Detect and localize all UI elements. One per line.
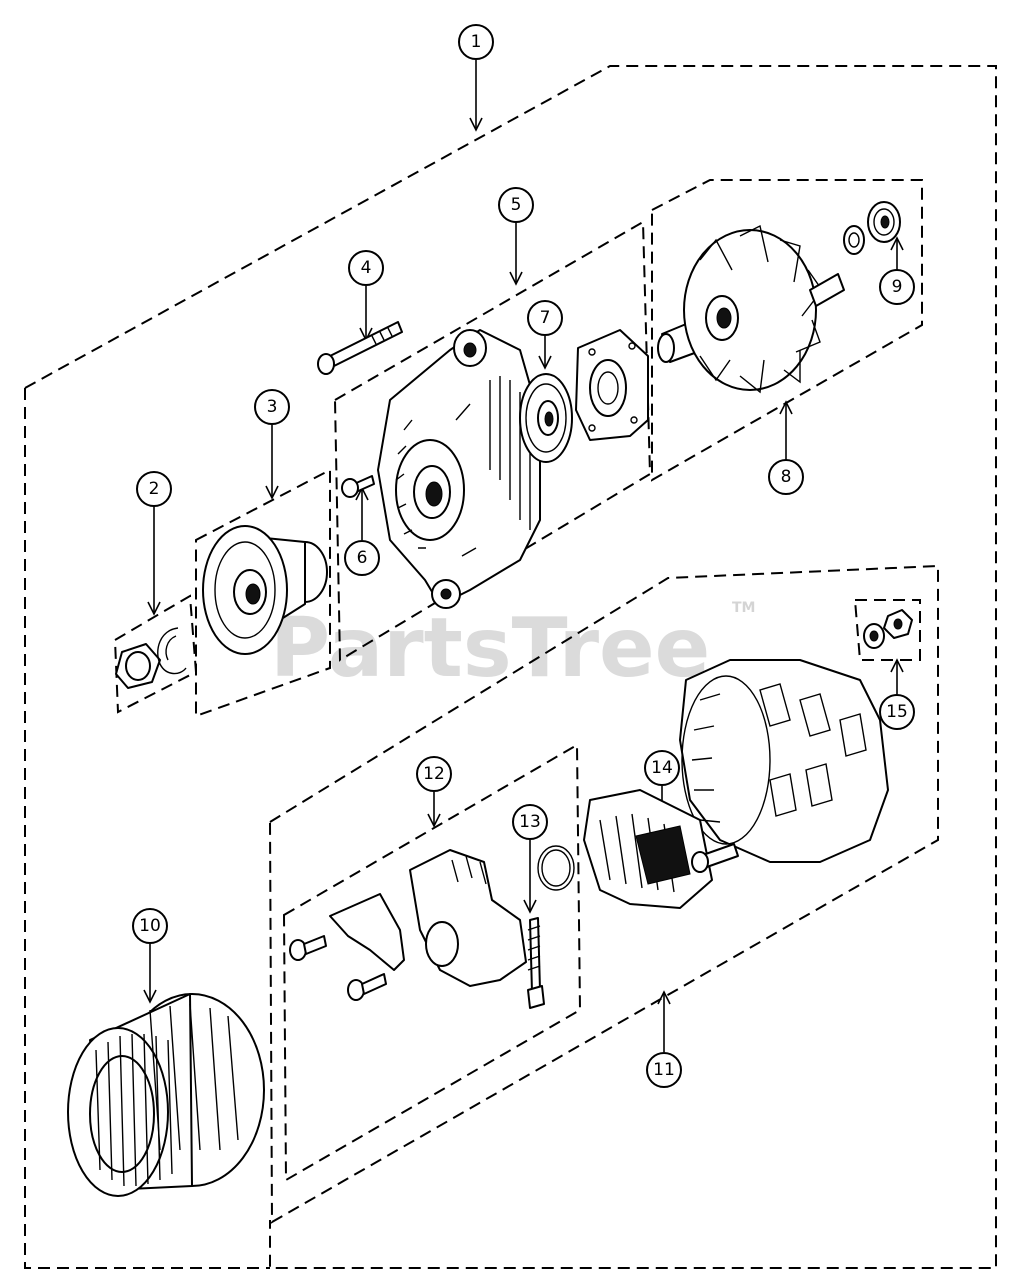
callout-14-label: 14 — [651, 758, 673, 778]
callout-3-label: 3 — [267, 397, 278, 417]
callout-6-label: 6 — [357, 548, 368, 568]
callout-8: 8 — [768, 459, 804, 495]
callout-15-label: 15 — [886, 702, 908, 722]
part-rear-bearing — [867, 201, 901, 243]
part-nut-snap-ring — [115, 627, 187, 689]
group-outline-5 — [333, 220, 652, 662]
part-pulley — [202, 525, 328, 655]
callout-2-label: 2 — [149, 479, 160, 499]
callout-2: 2 — [136, 471, 172, 507]
group-outline-8 — [651, 179, 923, 482]
group-outline-12 — [282, 743, 582, 1182]
callout-7: 7 — [527, 300, 563, 336]
watermark: PartsTree TM — [270, 600, 755, 696]
part-terminal-nuts — [863, 609, 913, 649]
part-brush-spring — [527, 845, 575, 1009]
callout-14: 14 — [644, 750, 680, 786]
callout-10: 10 — [132, 908, 168, 944]
part-bearing — [519, 373, 573, 463]
group-outline-11 — [268, 564, 939, 1224]
callout-15: 15 — [879, 694, 915, 730]
callout-12-label: 12 — [423, 764, 445, 784]
part-through-bolt — [317, 321, 403, 375]
group-outline-15 — [853, 599, 921, 661]
part-front-housing — [377, 329, 541, 609]
watermark-tm: TM — [732, 600, 755, 616]
callout-13: 13 — [512, 804, 548, 840]
callout-11-label: 11 — [653, 1060, 675, 1080]
part-stator — [67, 993, 265, 1197]
callout-4-label: 4 — [361, 258, 372, 278]
callout-5: 5 — [498, 187, 534, 223]
callout-5-label: 5 — [511, 195, 522, 215]
part-screw-6 — [341, 475, 375, 498]
callout-7-label: 7 — [540, 308, 551, 328]
callout-3: 3 — [254, 389, 290, 425]
callout-8-label: 8 — [781, 467, 792, 487]
callout-4: 4 — [348, 250, 384, 286]
callout-11: 11 — [646, 1052, 682, 1088]
callout-1-label: 1 — [471, 32, 482, 52]
part-rectifier — [583, 789, 739, 909]
callout-12: 12 — [416, 756, 452, 792]
callout-9: 9 — [879, 269, 915, 305]
watermark-text: PartsTree — [270, 601, 710, 696]
part-brush-holder — [289, 849, 527, 1001]
leader-lines — [143, 60, 904, 1052]
group-outline-3 — [195, 468, 331, 718]
callout-6: 6 — [344, 540, 380, 576]
callout-10-label: 10 — [139, 916, 161, 936]
part-rear-housing — [679, 659, 889, 863]
part-rotor — [657, 224, 865, 394]
callout-9-label: 9 — [892, 277, 903, 297]
callout-1: 1 — [458, 24, 494, 60]
callout-13-label: 13 — [519, 812, 541, 832]
part-retainer-plate — [575, 329, 649, 441]
